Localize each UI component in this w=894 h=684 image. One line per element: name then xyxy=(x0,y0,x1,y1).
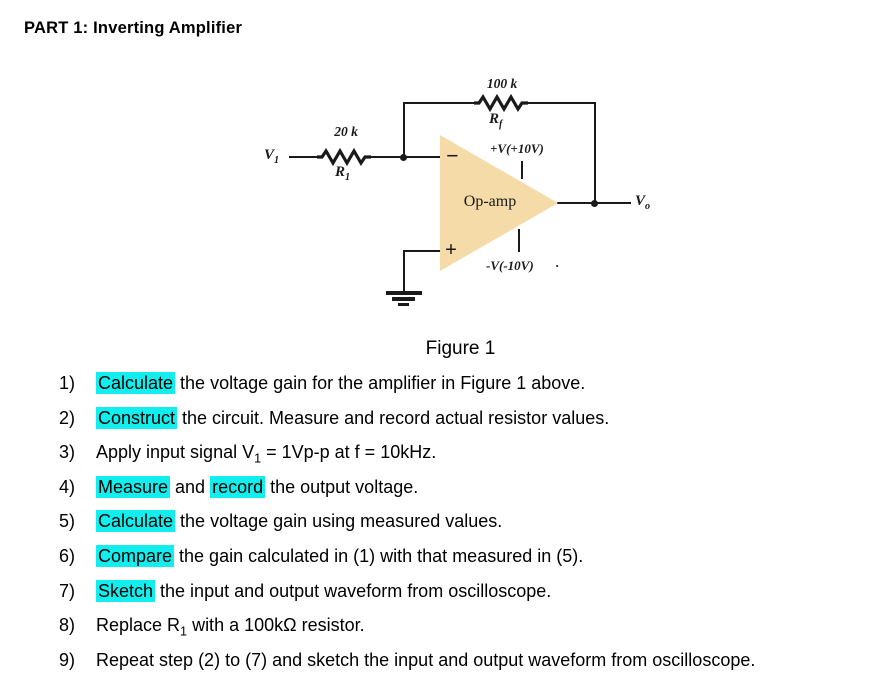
plain-text: with a 100kΩ resistor. xyxy=(187,615,365,636)
plain-text: 1 xyxy=(180,624,188,639)
plain-text: Replace R xyxy=(96,615,181,636)
list-item: 3) Apply input signal V1 = 1Vp-p at f = 1… xyxy=(59,440,869,466)
list-item-number: 5) xyxy=(59,511,76,532)
wire-noninverting-input xyxy=(403,250,444,252)
highlighted-text: Sketch xyxy=(96,579,156,602)
opamp-body xyxy=(440,135,558,271)
list-item-text: Compare the gain calculated in (1) with … xyxy=(96,544,869,568)
plain-text: the gain calculated in (1) with that mea… xyxy=(174,545,584,566)
positive-supply-label: +V(+10V) xyxy=(490,141,544,156)
list-item: 2) Construct the circuit. Measure and rec… xyxy=(59,406,869,430)
r1-value-label: 20 k xyxy=(334,124,358,139)
list-item: 8) Replace R1 with a 100kΩ resistor. xyxy=(59,613,869,639)
plain-text: the voltage gain for the amplifier in Fi… xyxy=(175,373,586,393)
list-item: 4) Measure and record the output voltage. xyxy=(59,475,869,499)
resistor-r1-icon xyxy=(317,148,371,166)
list-item-text: Measure and record the output voltage. xyxy=(96,475,869,499)
list-item-text: Replace R1 with a 100kΩ resistor. xyxy=(96,613,869,639)
rf-value-label: 100 k xyxy=(486,76,518,91)
plain-text: = 1Vp-p at f = 10kHz. xyxy=(261,442,437,463)
negative-supply-period: . xyxy=(556,255,560,270)
plain-text: the input and output waveform from oscil… xyxy=(155,580,552,601)
opamp-label: Op-amp xyxy=(463,193,517,210)
list-item-number: 9) xyxy=(59,649,76,670)
supply-positive-lead xyxy=(521,161,523,179)
list-item-number: 3) xyxy=(59,442,76,463)
list-item: 5) Calculate the voltage gain using measu… xyxy=(59,509,869,533)
wire-ground xyxy=(403,250,405,292)
plain-text: Repeat step (2) to (7) and sketch the in… xyxy=(96,649,756,670)
junction-dot-output xyxy=(591,200,598,207)
wire-feedback-down xyxy=(403,102,405,158)
list-item: 6) Compare the gain calculated in (1) wit… xyxy=(59,544,869,568)
list-item-number: 7) xyxy=(59,580,76,601)
list-item: 1) Calculate the voltage gain for the amp… xyxy=(59,371,869,395)
list-item-text: Calculate the voltage gain for the ampli… xyxy=(96,371,869,395)
list-item-text: Construct the circuit. Measure and recor… xyxy=(96,406,869,430)
page-title: PART 1: Inverting Amplifier xyxy=(24,19,243,37)
input-voltage-label: V1 xyxy=(264,147,280,166)
list-item-number: 2) xyxy=(59,407,76,428)
list-item: 7) Sketch the input and output waveform f… xyxy=(59,579,869,603)
plain-text: 1 xyxy=(254,451,262,466)
figure-caption: Figure 1 xyxy=(425,338,496,359)
noninverting-input-sign: + xyxy=(445,237,457,261)
supply-negative-lead xyxy=(518,229,520,252)
highlighted-text: Construct xyxy=(96,406,178,429)
wire-feedback-right xyxy=(522,102,596,104)
plain-text: the voltage gain using measured values. xyxy=(175,511,503,532)
procedure-list: 1) Calculate the voltage gain for the amp… xyxy=(59,371,869,682)
resistor-rf-icon xyxy=(474,94,528,112)
r1-name-label: R1 xyxy=(335,164,351,183)
list-item: 9) Repeat step (2) to (7) and sketch the … xyxy=(59,648,869,672)
rf-name-label: Rf xyxy=(489,111,503,130)
highlighted-text: Calculate xyxy=(96,510,176,533)
highlighted-text: Compare xyxy=(96,544,175,567)
inverting-input-sign: − xyxy=(446,143,459,168)
plain-text: and xyxy=(170,476,211,497)
output-voltage-label: Vo xyxy=(635,193,651,212)
list-item-number: 6) xyxy=(59,545,76,566)
list-item-number: 8) xyxy=(59,615,76,636)
highlighted-text: Measure xyxy=(96,475,171,498)
plain-text: the output voltage. xyxy=(265,476,419,497)
highlighted-text: Calculate xyxy=(96,372,176,394)
wire-input-left xyxy=(289,156,320,158)
list-item-number: 1) xyxy=(59,373,76,393)
highlighted-text: record xyxy=(210,475,266,498)
wire-feedback-left xyxy=(403,102,478,104)
list-item-text: Repeat step (2) to (7) and sketch the in… xyxy=(96,648,869,672)
list-item-number: 4) xyxy=(59,476,76,497)
list-item-text: Sketch the input and output waveform fro… xyxy=(96,579,869,603)
junction-dot-input xyxy=(400,154,407,161)
wire-feedback-vertical-right xyxy=(594,102,596,204)
plain-text: Apply input signal V xyxy=(96,442,255,463)
plain-text: the circuit. Measure and record actual r… xyxy=(177,407,610,428)
negative-supply-label: -V(-10V) xyxy=(486,258,534,273)
list-item-text: Apply input signal V1 = 1Vp-p at f = 10k… xyxy=(96,440,869,466)
circuit-figure: 100 k Rf 20 k R1 V1 Vo − + Op-amp +V(+10… xyxy=(0,0,894,330)
list-item-text: Calculate the voltage gain using measure… xyxy=(96,509,869,533)
